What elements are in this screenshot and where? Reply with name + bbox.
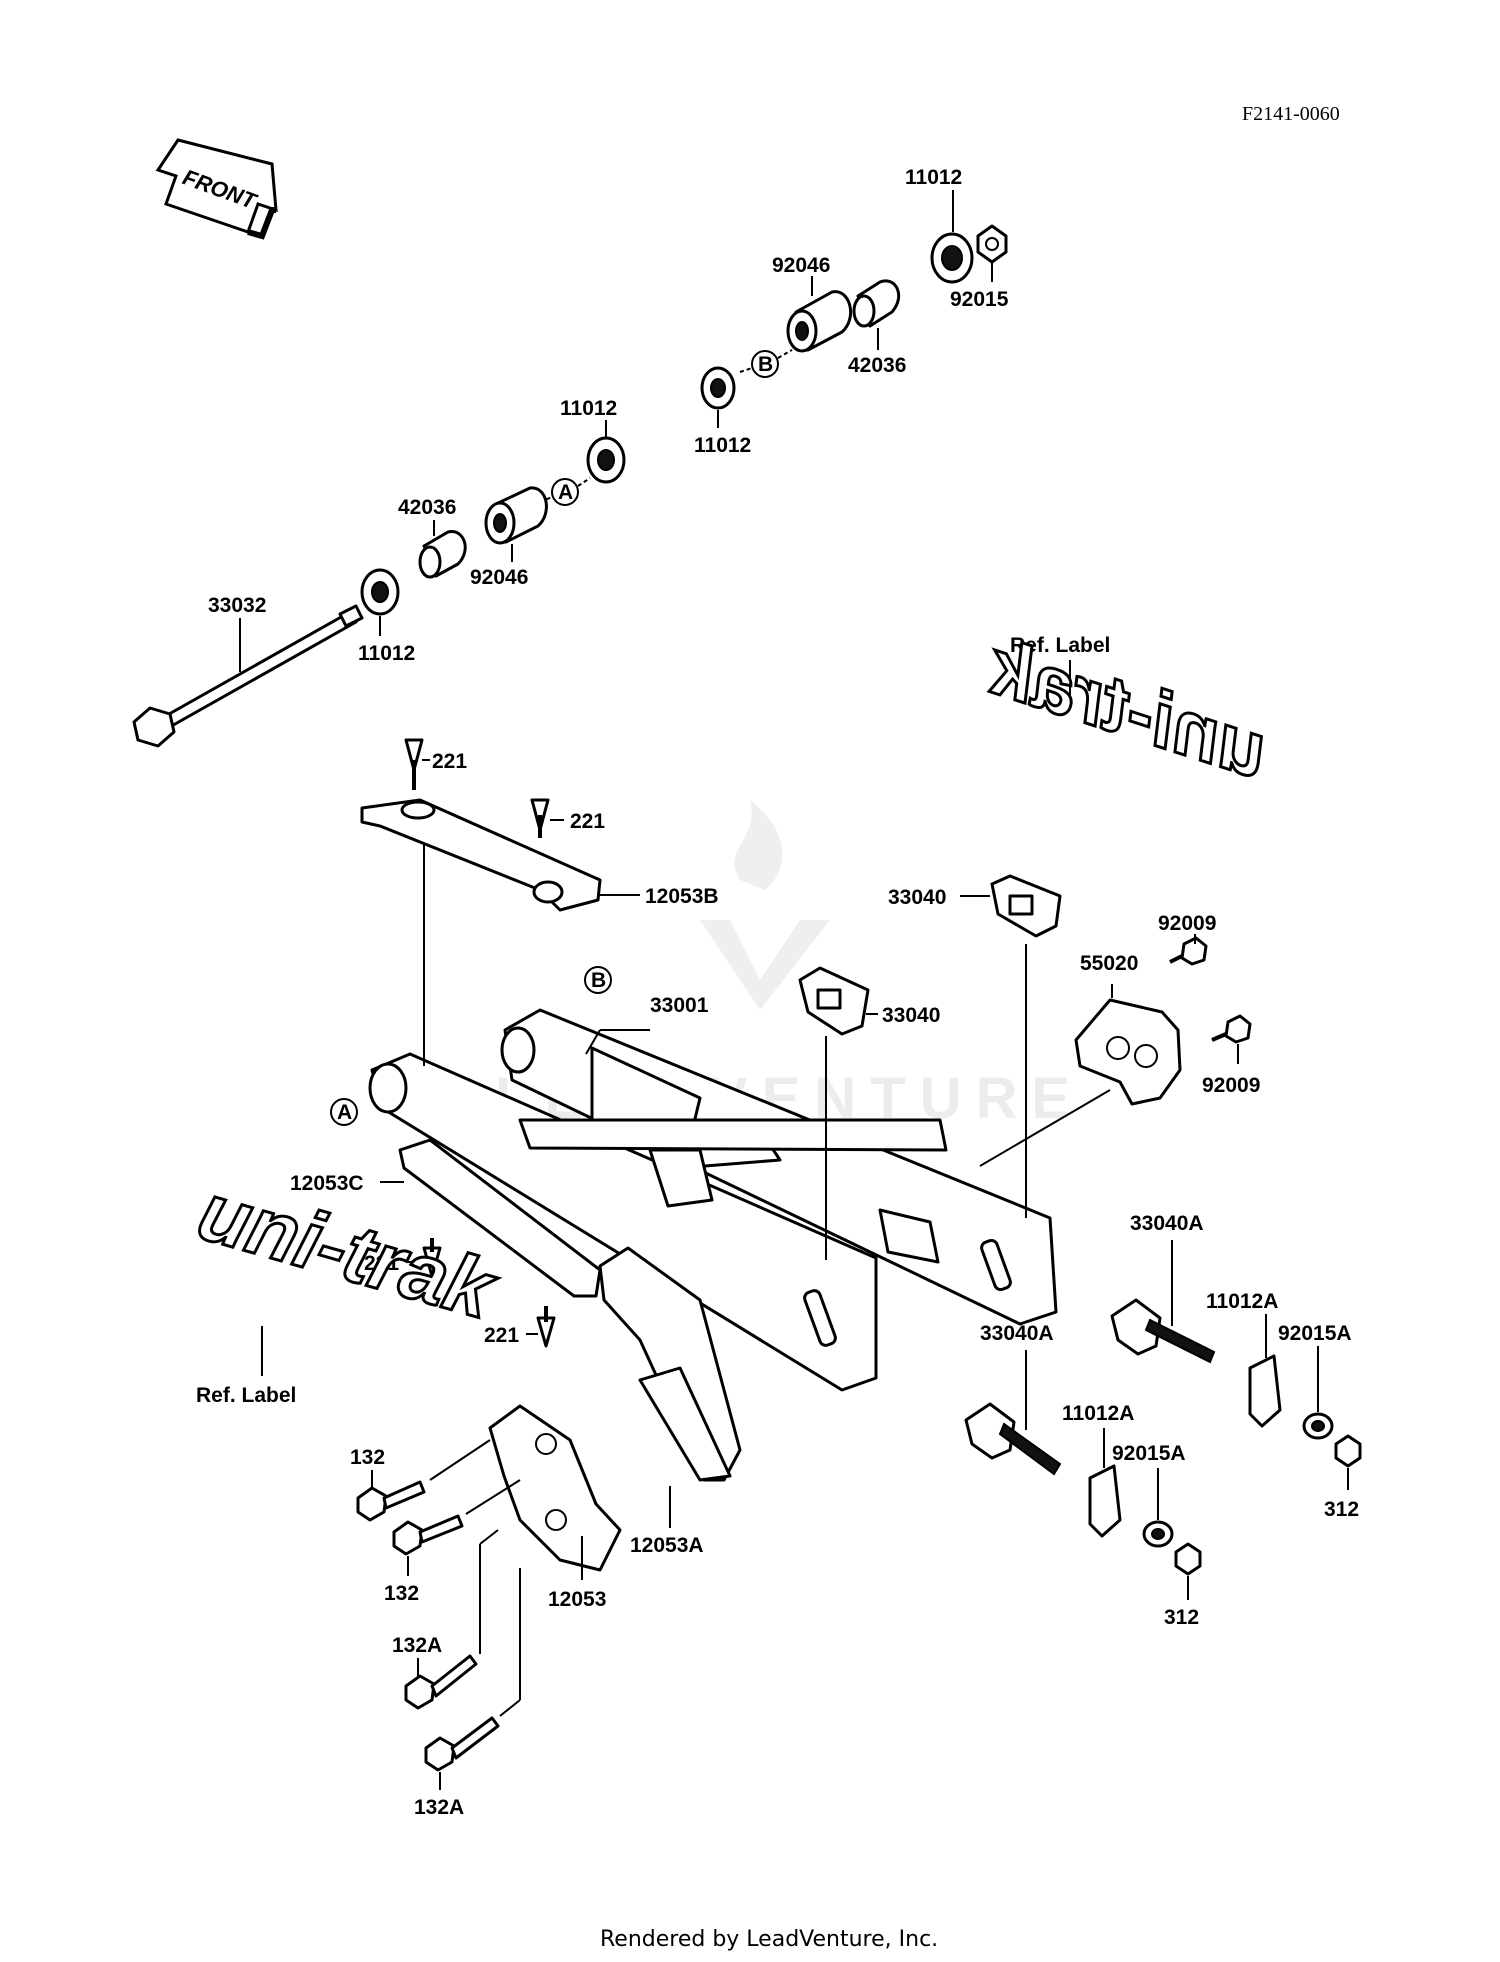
label-92046-lower: 92046 bbox=[470, 566, 528, 589]
nut-92015A-left bbox=[1142, 1520, 1174, 1548]
label-92015A-left: 92015A bbox=[1112, 1442, 1186, 1465]
label-33040A-right: 33040A bbox=[1130, 1212, 1204, 1235]
label-33040-upper: 33040 bbox=[888, 886, 946, 909]
screw-221-d bbox=[536, 1306, 556, 1348]
label-12053: 12053 bbox=[548, 1588, 606, 1611]
bolt-92009-lower bbox=[1211, 1014, 1252, 1044]
label-92009-lower: 92009 bbox=[1202, 1074, 1260, 1097]
footer-credit: Rendered by LeadVenture, Inc. bbox=[600, 1927, 938, 1952]
bolt-132A-b bbox=[424, 1716, 500, 1772]
label-12053B: 12053B bbox=[645, 885, 719, 908]
label-11012-mid: 11012 bbox=[694, 434, 751, 457]
chain-guide-12053B bbox=[360, 798, 602, 912]
nut-312-right bbox=[1334, 1434, 1362, 1468]
marker-b-swingarm: B bbox=[591, 969, 606, 992]
bearing-92046-lower bbox=[484, 486, 548, 545]
bolt-132-a bbox=[356, 1480, 426, 1522]
block-11012A-right bbox=[1248, 1354, 1282, 1428]
block-11012A-left bbox=[1088, 1464, 1122, 1538]
front-arrow-icon: FRONT bbox=[155, 138, 278, 240]
label-132A-b: 132A bbox=[414, 1796, 464, 1819]
label-33032: 33032 bbox=[208, 594, 266, 617]
label-221-b: 221 bbox=[570, 810, 605, 833]
nut-92015 bbox=[976, 224, 1008, 264]
seal-11012-lower bbox=[360, 568, 400, 616]
label-92015: 92015 bbox=[950, 288, 1009, 311]
bolt-132A-a bbox=[404, 1654, 478, 1710]
chain-guide-12053C bbox=[398, 1138, 602, 1298]
label-221-c: 221 bbox=[364, 1252, 399, 1275]
bearing-92046-upper bbox=[786, 290, 853, 353]
label-132A-a: 132A bbox=[392, 1634, 442, 1657]
label-33040A-left: 33040A bbox=[980, 1322, 1054, 1345]
ref-label-bottom: Ref. Label bbox=[196, 1384, 296, 1407]
label-12053C: 12053C bbox=[290, 1172, 364, 1195]
label-92009-upper: 92009 bbox=[1158, 912, 1216, 935]
nut-92015A-right bbox=[1302, 1412, 1334, 1440]
adjuster-bolt-33040A-right bbox=[1110, 1298, 1216, 1364]
seal-11012-top bbox=[930, 232, 974, 284]
label-132-b: 132 bbox=[384, 1582, 419, 1605]
nut-312-left bbox=[1174, 1542, 1202, 1576]
label-42036-upper: 42036 bbox=[848, 354, 906, 377]
chain-guide-12053A bbox=[598, 1246, 742, 1482]
label-221-a: 221 bbox=[432, 750, 467, 773]
label-12053A: 12053A bbox=[630, 1534, 704, 1557]
label-33001: 33001 bbox=[650, 994, 709, 1017]
label-11012-upper-left: 11012 bbox=[560, 397, 617, 420]
seal-11012-upper-left bbox=[586, 436, 626, 484]
svg-text:uni-trak: uni-trak bbox=[976, 622, 1279, 795]
marker-a-swingarm: A bbox=[337, 1101, 352, 1124]
screw-221-a bbox=[404, 738, 424, 790]
screw-221-c bbox=[422, 1238, 442, 1278]
adjuster-33040-lower bbox=[798, 966, 870, 1036]
bracket-55020 bbox=[1074, 998, 1182, 1106]
marker-a-top: A bbox=[558, 481, 573, 504]
label-11012A-right: 11012A bbox=[1206, 1290, 1278, 1313]
collar-42036-lower bbox=[418, 530, 467, 579]
seal-11012-mid bbox=[700, 366, 736, 410]
label-55020: 55020 bbox=[1080, 952, 1138, 975]
label-132-a: 132 bbox=[350, 1446, 385, 1469]
chain-guide-12053 bbox=[488, 1404, 622, 1572]
label-92046-upper: 92046 bbox=[772, 254, 830, 277]
label-42036-lower: 42036 bbox=[398, 496, 456, 519]
swingarm-33001 bbox=[368, 1008, 1058, 1392]
label-11012-top: 11012 bbox=[905, 166, 962, 189]
ref-label-top: Ref. Label bbox=[1010, 634, 1110, 657]
diagram-code: F2141-0060 bbox=[1242, 103, 1340, 125]
label-221-d: 221 bbox=[484, 1324, 519, 1347]
label-11012-lower: 11012 bbox=[358, 642, 415, 665]
adjuster-bolt-33040A-left bbox=[964, 1402, 1062, 1476]
bolt-92009-upper bbox=[1169, 936, 1208, 966]
marker-b-top: B bbox=[758, 353, 773, 376]
bolt-132-b bbox=[392, 1514, 464, 1556]
screw-221-b bbox=[530, 798, 550, 838]
label-11012A-left: 11012A bbox=[1062, 1402, 1134, 1425]
label-92015A-right: 92015A bbox=[1278, 1322, 1352, 1345]
label-33040-lower: 33040 bbox=[882, 1004, 940, 1027]
label-312-right: 312 bbox=[1324, 1498, 1359, 1521]
decal-uni-trak-top: uni-trak bbox=[975, 620, 1281, 796]
label-312-left: 312 bbox=[1164, 1606, 1199, 1629]
collar-42036-upper bbox=[852, 279, 901, 328]
adjuster-33040-upper bbox=[990, 874, 1062, 938]
pivot-bolt-33032 bbox=[132, 604, 364, 748]
